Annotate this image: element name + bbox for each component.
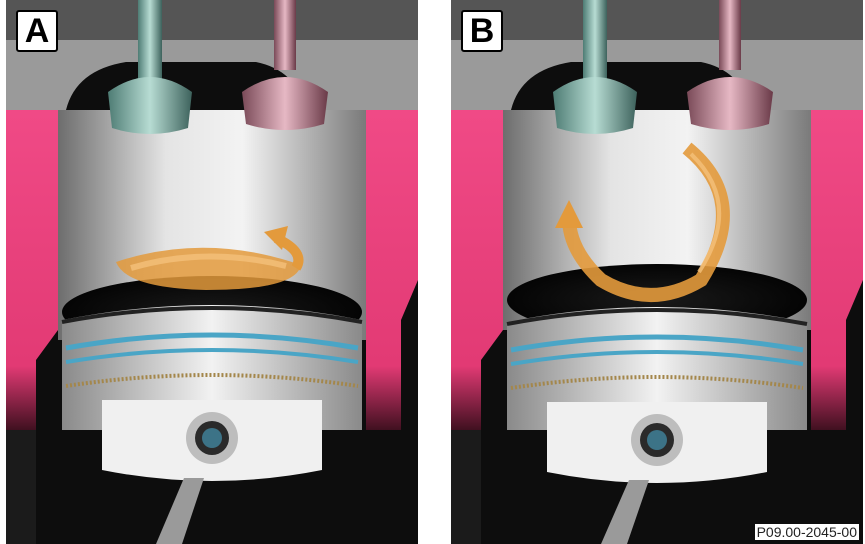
engine-cylinder-illustration-b <box>451 0 863 544</box>
engine-cylinder-illustration-a <box>6 0 418 544</box>
reference-code: P09.00-2045-00 <box>754 524 859 540</box>
panel-b: B <box>451 0 863 544</box>
panel-a: A <box>6 0 418 544</box>
panel-label-a: A <box>16 10 58 52</box>
panel-label-b: B <box>461 10 503 52</box>
